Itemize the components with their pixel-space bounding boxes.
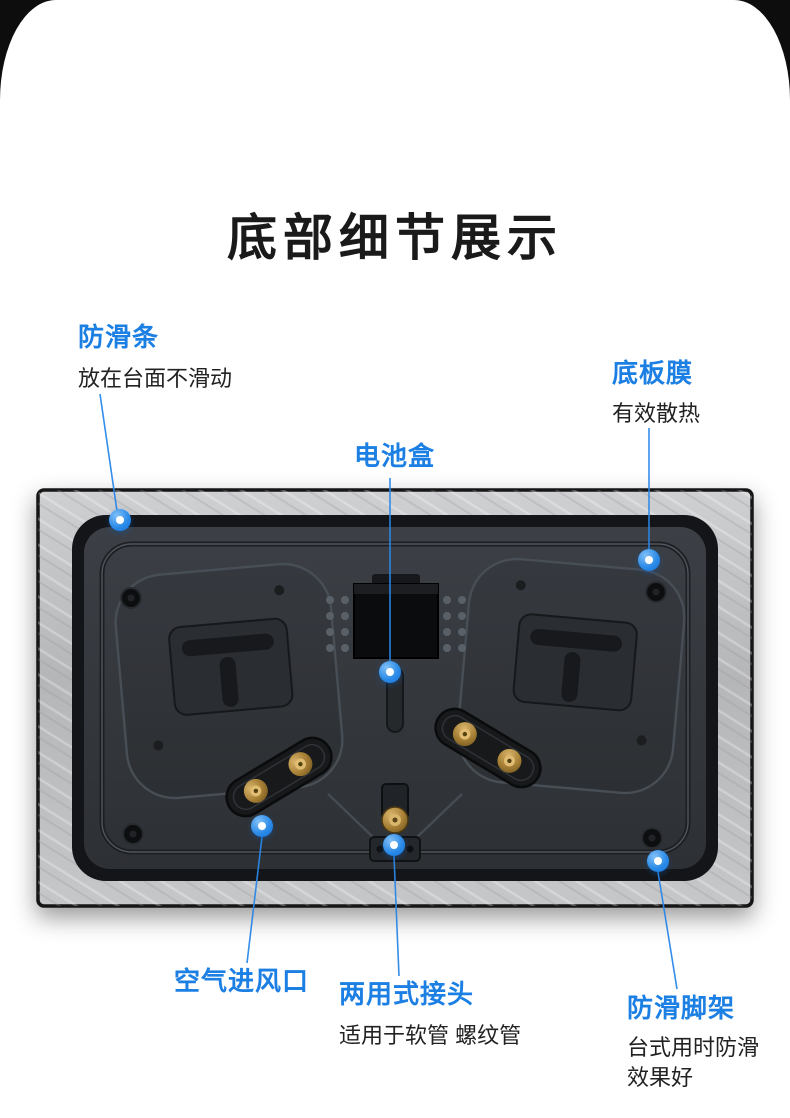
callout-dot-anti-slip-feet	[647, 850, 669, 872]
section-title: 底部细节展示	[227, 210, 563, 266]
right-burner-mount	[456, 557, 686, 795]
left-burner-mount	[114, 562, 344, 800]
callout-label-anti-slip-strip: 防滑条	[78, 322, 160, 352]
callout-dot-battery-box	[379, 661, 401, 683]
right-air-inlet	[434, 707, 542, 789]
callout-label-dual-connector: 两用式接头	[339, 979, 475, 1009]
left-air-inlet	[225, 736, 333, 818]
callout-label-battery-box: 电池盒	[354, 441, 436, 471]
callout-desc-bottom-film: 有效散热	[612, 401, 701, 426]
callout-label-air-inlet: 空气进风口	[174, 966, 310, 996]
gas-stove-bottom-photo	[36, 488, 754, 908]
callout-dot-dual-connector	[383, 834, 405, 856]
callout-desc-dual-connector: 适用于软管 螺纹管	[339, 1023, 522, 1048]
callout-desc-anti-slip-strip: 放在台面不滑动	[78, 366, 233, 391]
anti-slip-feet	[120, 581, 667, 849]
callout-label-bottom-film: 底板膜	[612, 358, 694, 388]
callout-dot-air-inlet	[251, 815, 273, 837]
callout-desc-anti-slip-feet: 台式用时防滑 效果好	[627, 1035, 760, 1090]
callout-label-anti-slip-feet: 防滑脚架	[627, 993, 736, 1023]
battery-box	[326, 574, 466, 733]
callout-dot-bottom-film	[638, 549, 660, 571]
callout-dot-anti-slip-strip	[109, 509, 131, 531]
